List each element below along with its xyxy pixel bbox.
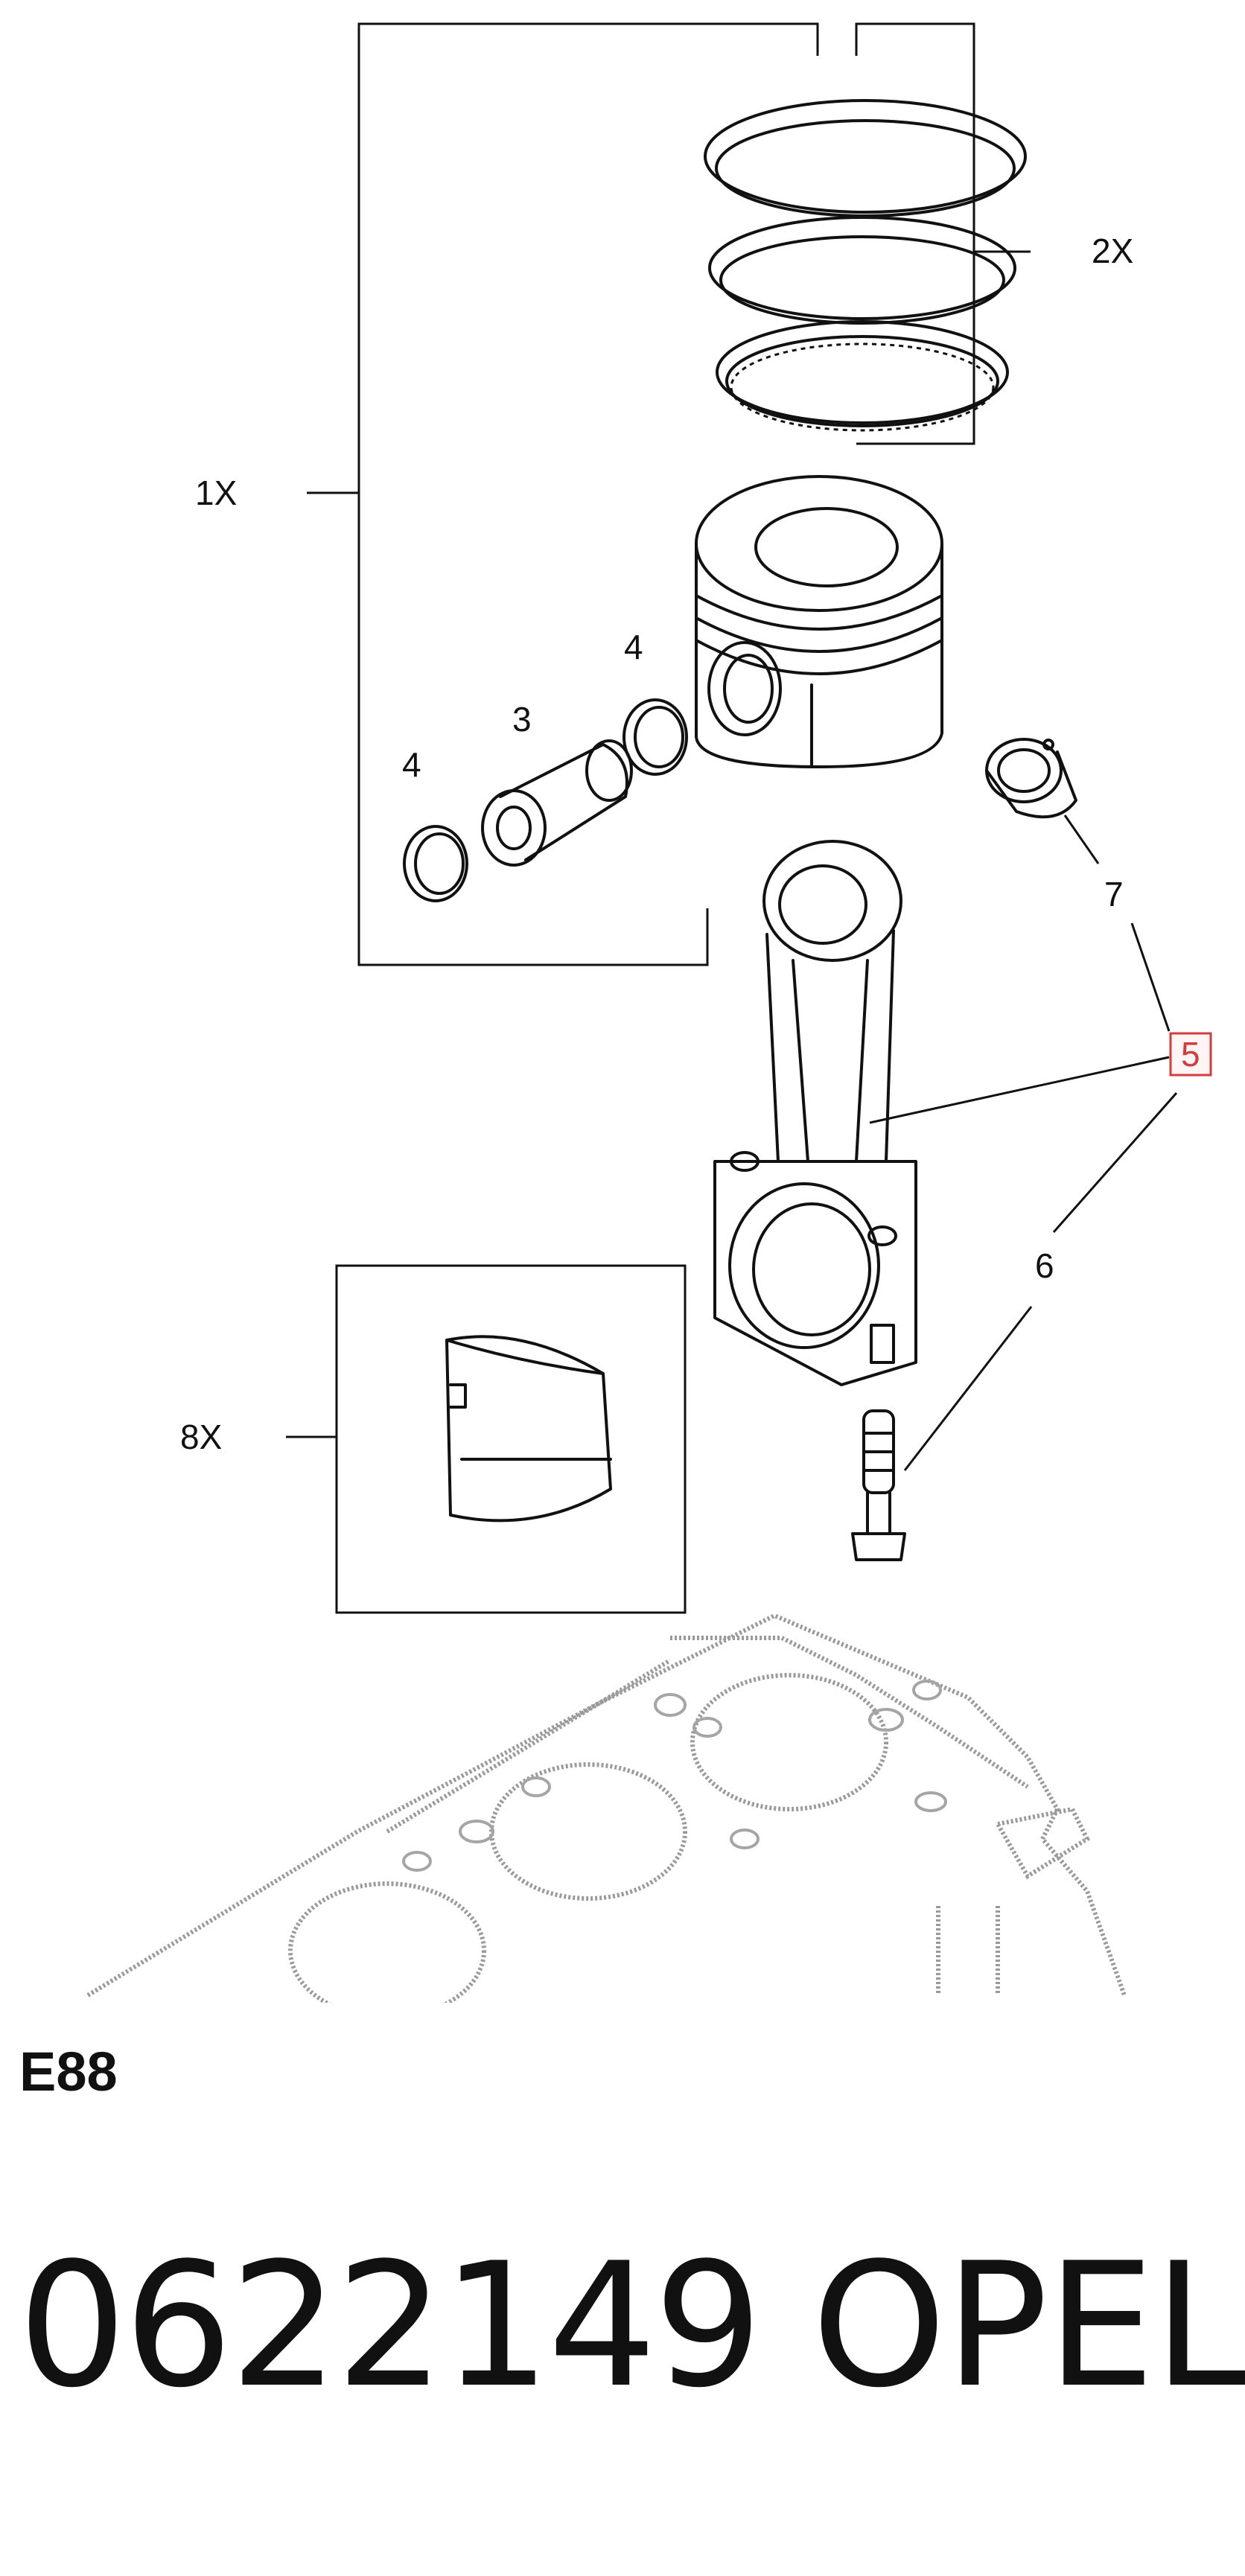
brand-name: OPEL [812, 2227, 1245, 2426]
circlips [403, 698, 688, 902]
callout-4-lower: 4 [402, 745, 421, 784]
callout-6: 6 [1035, 1246, 1054, 1285]
piston-rings [704, 99, 1027, 432]
bearing-shell-box [286, 1264, 687, 1614]
piston [695, 475, 943, 768]
part-number: 0622149 [18, 2227, 762, 2426]
small-end-bushing [985, 738, 1077, 819]
callout-8x: 8X [180, 1418, 222, 1456]
section-code: E88 [19, 2041, 118, 2102]
callout-4-upper: 4 [624, 628, 643, 666]
engine-block-background [86, 1613, 1127, 2003]
piston-pin [481, 739, 633, 867]
exploded-parts-diagram: 1X 2X 3 4 4 7 6 8X 5 [86, 22, 1212, 2003]
callout-7: 7 [1104, 875, 1124, 914]
rod-bolt [851, 1409, 906, 1561]
leader-lines [869, 814, 1178, 1471]
callout-3: 3 [512, 700, 532, 739]
callout-1x: 1X [195, 474, 237, 512]
callout-5: 5 [1181, 1035, 1200, 1074]
connecting-rod [713, 840, 917, 1386]
callout-5-highlight[interactable]: 5 [1169, 1032, 1212, 1077]
kit-bracket [307, 22, 1031, 966]
callout-2x: 2X [1092, 232, 1133, 270]
